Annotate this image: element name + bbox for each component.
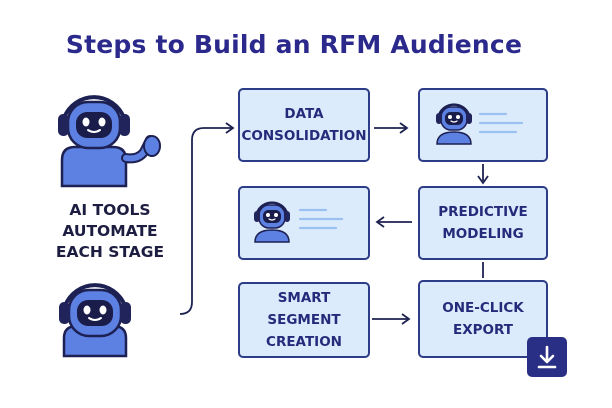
step-label: DATA	[284, 106, 324, 122]
step-label: PREDICTIVE	[438, 204, 528, 220]
step-label: SMART	[277, 290, 331, 306]
side-caption-line: AI TOOLS	[69, 201, 151, 219]
step-label: ONE-CLICK	[442, 300, 524, 316]
step-label: CREATION	[266, 334, 342, 350]
step-data-consolidation: DATA CONSOLIDATION	[238, 88, 370, 162]
step-smart-segment-creation: SMART SEGMENT CREATION	[238, 282, 370, 358]
robot-icon	[56, 95, 161, 188]
robot-icon	[434, 103, 524, 146]
download-icon[interactable]	[527, 337, 567, 377]
step-label: EXPORT	[452, 322, 513, 338]
step-one-click-export: ONE-CLICK EXPORT	[418, 280, 548, 358]
robot-icon	[252, 201, 344, 244]
step-label: SEGMENT	[267, 312, 341, 328]
side-caption-line: EACH STAGE	[55, 243, 165, 261]
page-title: Steps to Build an RFM Audience	[65, 30, 523, 59]
step-label: CONSOLIDATION	[241, 128, 367, 144]
step-predictive-modeling: PREDICTIVE MODELING	[418, 186, 548, 260]
step-label: MODELING	[442, 226, 524, 242]
step-image-card	[238, 186, 370, 260]
side-caption-line: AUTOMATE	[62, 222, 158, 240]
step-image-card	[418, 88, 548, 162]
robot-icon	[57, 283, 133, 358]
side-caption: AI TOOLS AUTOMATE EACH STAGE	[40, 200, 180, 263]
